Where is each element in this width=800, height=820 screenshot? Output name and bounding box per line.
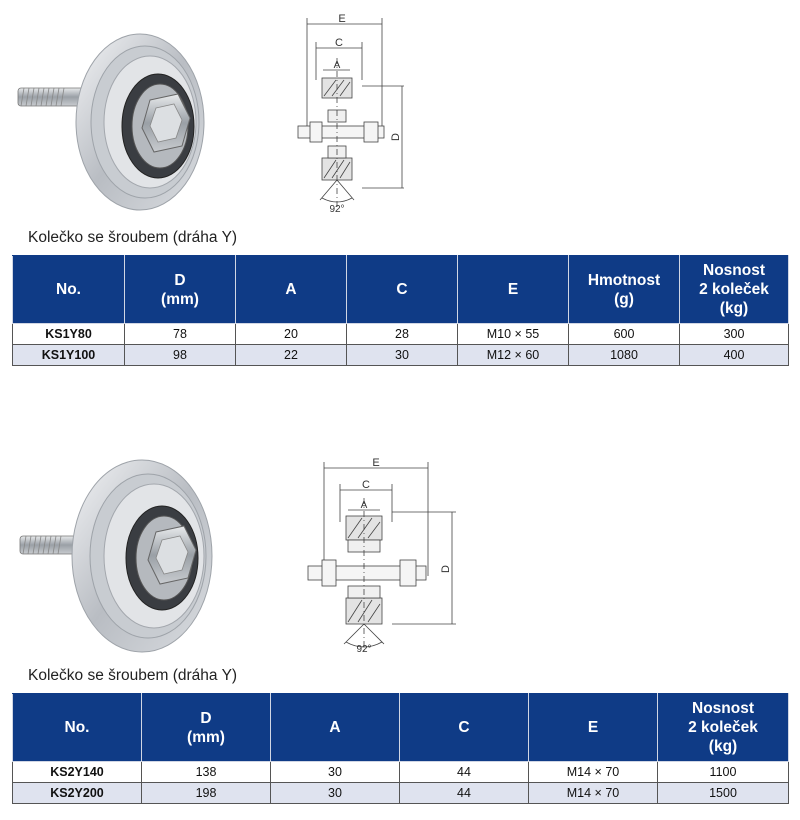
- cell-c: 44: [399, 761, 529, 783]
- header-a: A: [235, 255, 347, 324]
- cell-a: 22: [235, 344, 347, 366]
- cell-no: KS2Y140: [12, 761, 142, 783]
- technical-drawing-1: E C A D 92°: [297, 13, 404, 215]
- table-row: KS1Y80 78 20 28 M10 × 55 600 300: [12, 323, 789, 345]
- header-no: No.: [12, 693, 142, 762]
- cell-d: 78: [124, 323, 236, 345]
- cell-load: 300: [679, 323, 789, 345]
- cell-c: 30: [346, 344, 458, 366]
- drawing-label-e: E: [372, 457, 379, 469]
- wheel-photo-2: [19, 459, 213, 653]
- cell-weight: 1080: [568, 344, 680, 366]
- cell-d: 198: [141, 782, 271, 804]
- cell-d: 138: [141, 761, 271, 783]
- cell-e: M10 × 55: [457, 323, 569, 345]
- drawing-label-c: C: [335, 37, 343, 49]
- table-row: KS2Y140 138 30 44 M14 × 70 1100: [12, 761, 789, 783]
- cell-load: 1500: [657, 782, 789, 804]
- drawing-label-a: A: [361, 500, 368, 511]
- wheel-photo-1: [17, 33, 205, 211]
- cell-load: 400: [679, 344, 789, 366]
- cell-c: 28: [346, 323, 458, 345]
- cell-e: M12 × 60: [457, 344, 569, 366]
- cell-no: KS1Y80: [12, 323, 125, 345]
- cell-e: M14 × 70: [528, 761, 658, 783]
- cell-no: KS2Y200: [12, 782, 142, 804]
- cell-a: 20: [235, 323, 347, 345]
- cell-c: 44: [399, 782, 529, 804]
- header-d: D(mm): [124, 255, 236, 324]
- drawing-angle: 92°: [329, 204, 344, 215]
- drawing-angle: 92°: [356, 644, 371, 654]
- cell-load: 1100: [657, 761, 789, 783]
- header-a: A: [270, 693, 400, 762]
- cell-weight: 600: [568, 323, 680, 345]
- drawing-label-c: C: [362, 479, 370, 491]
- header-c: C: [399, 693, 529, 762]
- table-row: KS2Y200 198 30 44 M14 × 70 1500: [12, 782, 789, 804]
- drawing-label-d: D: [440, 565, 452, 573]
- product-section-2: E C A D 92° Kolečko se šroubem (dráha Y)…: [0, 440, 800, 820]
- header-d: D(mm): [141, 693, 271, 762]
- header-no: No.: [12, 255, 125, 324]
- table-row: KS1Y100 98 22 30 M12 × 60 1080 400: [12, 344, 789, 366]
- header-weight: Hmotnost(g): [568, 255, 680, 324]
- cell-a: 30: [270, 761, 400, 783]
- cell-d: 98: [124, 344, 236, 366]
- cell-e: M14 × 70: [528, 782, 658, 804]
- header-e: E: [457, 255, 569, 324]
- header-e: E: [528, 693, 658, 762]
- product-section-1: E C A D 92° Kolečko se šroubem (dráha Y)…: [0, 0, 800, 380]
- header-c: C: [346, 255, 458, 324]
- drawing-label-e: E: [338, 13, 345, 25]
- technical-drawing-2: E C A D 92°: [307, 457, 456, 654]
- drawing-label-a: A: [334, 60, 341, 71]
- cell-no: KS1Y100: [12, 344, 125, 366]
- table-caption-1: Kolečko se šroubem (dráha Y): [28, 229, 238, 246]
- table-caption-2: Kolečko se šroubem (dráha Y): [28, 667, 238, 684]
- drawing-label-d: D: [390, 133, 402, 141]
- cell-a: 30: [270, 782, 400, 804]
